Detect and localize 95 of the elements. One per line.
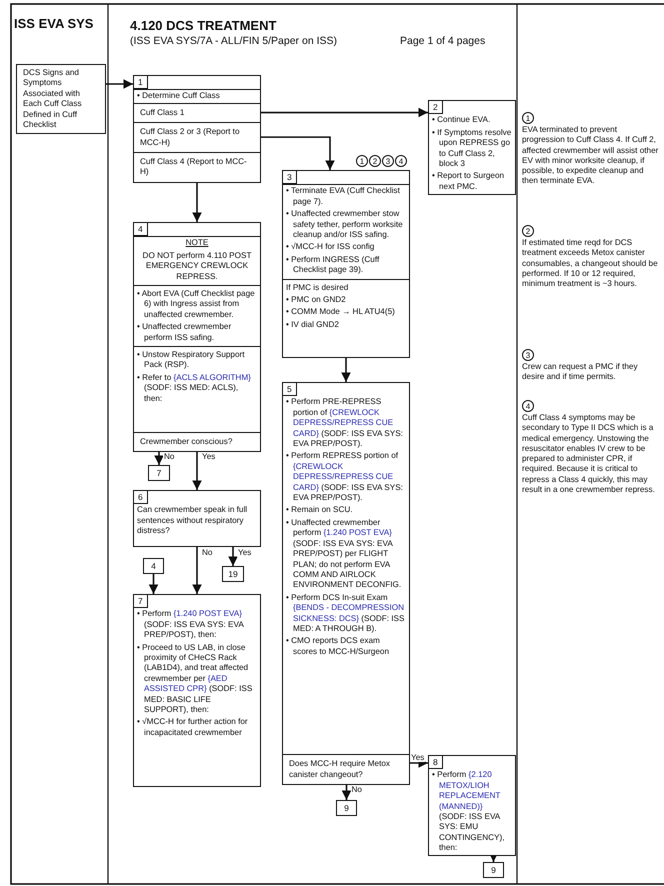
step-text: • Determine Cuff Class [136,90,221,102]
step-text: • COMM Mode → HL ATU4(5) [285,306,396,318]
step-number: 5 [283,383,297,396]
subtitle: (ISS EVA SYS/7A - ALL/FIN 5/Paper on ISS) [130,35,338,47]
process-box [133,490,261,547]
edge-label: Yes [201,452,216,461]
arrow [154,451,164,465]
note-reference: 3 [382,155,394,167]
step-text: • Unaffected crewmember perform ISS safing. [136,321,232,344]
step-number: 6 [134,491,148,504]
step-text: • Abort EVA (Cuff Checklist page 6) with Ingress assist from unaffected crewmember. [134,285,260,322]
process-box [133,75,261,183]
note-box [16,64,106,134]
arrow [260,108,428,118]
arrow [341,358,351,382]
arrow [192,182,202,222]
step-number: 3 [283,171,297,184]
step-text: • IV dial GND2 [285,318,340,331]
arrow [106,79,133,89]
step-text: • Proceed to US LAB, in close proximity of CHeCS Rack (LAB1D4), and treat affected crewmember per {AED ASSISTED CPR} (SODF: ISS MED: BASIC LIFE SUPPORT), then: [136,642,254,716]
edge-label: No [201,548,214,557]
step-number: 1 [134,76,148,90]
step-text: Cuff Class 2 or 3 (Report to MCC-H) [139,126,241,149]
step-text: • Perform {1.240 POST EVA} (SODF: ISS EVA SYS: EVA PREP/POST), then: [136,608,245,642]
arrow [228,547,238,566]
step-text: • √MCC-H for further action for incapacitated crewmember [136,716,249,739]
step-reference: 19 [227,568,239,581]
step-text: • Report to Surgeon next PMC. [431,170,506,193]
step-text: • Perform {2.120 METOX/LIOH REPLACEMENT (MANNED)} (SODF: ISS EVA SYS: EMU CONTINGENCY), then: [431,769,506,854]
step-number: 2 [429,101,443,114]
title: 4.120 DCS TREATMENT [130,18,276,33]
note-reference: 2 [369,155,381,167]
note-text: Crew can request a PMC if they desire and if time permits. [522,362,639,383]
process-box [282,382,410,785]
arrow [148,574,158,594]
edge-label: Yes [410,753,426,762]
step-text: • Perform REPRESS portion of {CREWLOCK DEPRESS/REPRESS CUE CARD} (SODF: ISS EVA SYS: EVA PREP/POST). [285,450,404,504]
note-text: EVA terminated to prevent progression to Cuff Class 4. If Cuff 2, affected crewmember will assist other EV with minor worksite cleanup, if possible, to expedite cleanup and then terminate EVA. [522,125,660,187]
reference-box [143,558,164,574]
step-number: 4 [134,223,148,236]
step-reference: 9 [490,864,497,877]
reference-box [483,862,504,878]
step-text: • Unaffected crewmember stow safety tether, perform worksite cleanup and/or ISS safing. [285,208,404,242]
step-text: • PMC on GND2 [285,294,347,306]
step-reference: 4 [150,560,157,573]
step-text: If PMC is desired [283,278,409,294]
reference-box [222,566,244,582]
note-number: 3 [522,349,534,361]
note-number: 2 [522,225,534,237]
step-text: • Continue EVA. [431,114,492,126]
step-text: • Perform INGRESS (Cuff Checklist page 39). [285,254,380,276]
note-text: Cuff Class 4 symptoms may be secondary to Type II DCS which is a medical emergency. Unstowing the resuscitator enables IV crew to be prepared to administer CPR, if required. Because it is critical to repress a Class 4 quickly, this may result in a one crewmember repress. [522,413,656,496]
step-text: • Refer to {ACLS ALGORITHM} (SODF: ISS MED: ACLS), then: [136,372,252,405]
step-number: 8 [429,756,443,770]
step-text: • CMO reports DCS exam scores to MCC-H/Surgeon [285,635,390,658]
step-text: NOTE [184,237,210,250]
step-number: 7 [134,595,148,608]
step-text: Cuff Class 4 (Report to MCC-H) [139,156,248,178]
step-text: • If Symptoms resolve upon REPRESS go to Cuff Class 2, block 3 [431,126,512,170]
arrow [192,451,202,490]
process-box [428,100,516,195]
note-reference: 4 [395,155,407,167]
step-text: • Unstow Respiratory Support Pack (RSP). [134,346,260,372]
process-box [428,755,516,856]
step-text: • Unaffected crewmember perform {1.240 POST EVA} (SODF: ISS EVA SYS: EVA PREP/POST) per FLIGHT PLAN; do not perform EVA COMM AND AIRLOCK ENVIRONMENT DECONFIG. [285,516,402,592]
step-text: Does MCC-H require Metox canister changeout? [288,758,392,781]
subtitle: Page 1 of 4 pages [400,35,486,47]
process-box [133,594,261,787]
step-reference: 9 [343,802,350,815]
step-text: Can crewmember speak in full sentences without respiratory distress? [136,504,248,538]
process-box [282,170,410,358]
note-number: 1 [522,112,534,124]
arrow [342,784,352,800]
step-reference: 7 [156,467,162,480]
section-heading: ISS EVA SYS [14,19,94,30]
step-text: • Terminate EVA (Cuff Checklist page 7). [285,185,401,208]
step-text: Cuff Class 1 [139,106,186,119]
arrow [260,136,335,170]
step-text: DCS Signs and Symptoms Associated with Each Cuff Class Defined in Cuff Checklist [22,67,83,132]
edge-label: Yes [237,548,252,557]
note-number: 4 [522,400,534,412]
step-text: • Perform DCS In-suit Exam {BENDS - DECOMPRESSION SICKNESS: DCS} (SODF: ISS MED: A THROUGH B). [285,592,406,635]
process-box [133,222,261,452]
step-text: Crewmember conscious? [139,436,234,448]
step-text: • Remain on SCU. [285,504,354,516]
arrow [192,547,202,594]
step-text: DO NOT perform 4.110 POST EMERGENCY CREWLOCK REPRESS. [142,250,252,283]
note-reference: 1 [356,155,368,167]
step-text: • √MCC-H for ISS config [285,241,376,254]
edge-label: No [350,785,363,794]
note-text: If estimated time reqd for DCS treatment exceeds Metox canister consumables, a changeout should be performed. If 10 or 12 required, minimum treatment is ~3 hours. [522,238,659,290]
reference-box [336,800,357,816]
reference-box [148,465,170,481]
step-text: • Perform PRE-REPRESS portion of {CREWLOCK DEPRESS/REPRESS CUE CARD} (SODF: ISS EVA SYS: EVA PREP/POST). [285,396,404,450]
edge-label: No [163,452,176,461]
